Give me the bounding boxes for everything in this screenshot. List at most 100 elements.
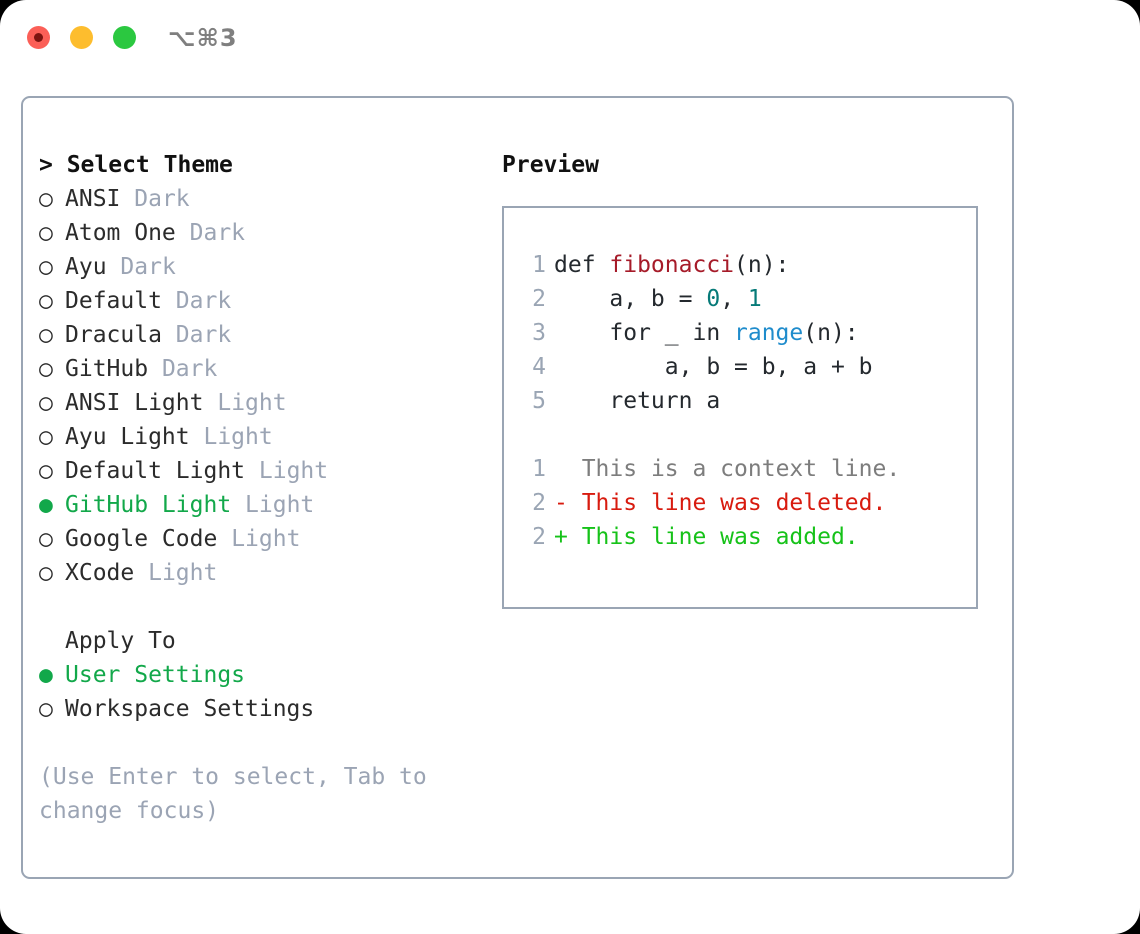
theme-variant-tag: Dark: [134, 186, 190, 212]
theme-variant-tag: Dark: [161, 356, 218, 382]
code-token: fibonacci: [609, 252, 735, 278]
theme-option[interactable]: ○Atom One Dark: [39, 216, 489, 250]
theme-option-label: Ayu: [65, 254, 107, 280]
theme-option[interactable]: ●GitHub Light Light: [39, 488, 489, 522]
theme-label-gap: [134, 560, 148, 586]
radio-unselected-icon[interactable]: ○: [39, 356, 53, 382]
theme-label-gap: [231, 492, 245, 518]
theme-variant-tag: Light: [231, 526, 301, 552]
theme-label-gap: [162, 288, 176, 314]
apply-to-option-label: Workspace Settings: [65, 696, 315, 722]
preview-title: Preview: [502, 152, 599, 178]
theme-option-label: Default: [65, 288, 162, 314]
code-token: for _ in: [554, 320, 735, 346]
code-line-number: 4: [532, 354, 546, 380]
theme-option[interactable]: ○ANSI Dark: [39, 182, 489, 216]
code-line-number: 5: [532, 388, 546, 414]
code-token: (n):: [734, 252, 790, 278]
theme-option-label: Default Light: [65, 458, 246, 484]
code-line-number: 1: [532, 252, 546, 278]
radio-unselected-icon[interactable]: ○: [39, 390, 53, 416]
diff-line-number: 2: [532, 524, 546, 550]
theme-option[interactable]: ○Ayu Light Light: [39, 420, 489, 454]
diff-line: 2- This line was deleted.: [522, 486, 900, 520]
radio-unselected-icon[interactable]: ○: [39, 424, 53, 450]
apply-to-indent: [39, 624, 65, 658]
apply-to-option[interactable]: ● User Settings: [39, 658, 489, 692]
theme-option-label: GitHub: [65, 356, 149, 382]
theme-option[interactable]: ○ XCode Light: [39, 556, 489, 590]
apply-to-header-label: Apply To: [65, 628, 176, 654]
diff-text: This line was deleted.: [581, 490, 887, 516]
code-token: (n):: [803, 320, 859, 346]
theme-variant-tag: Light: [258, 458, 329, 484]
diff-text: This is a context line.: [581, 456, 901, 482]
theme-option-label: Dracula: [65, 322, 162, 348]
code-token: range: [734, 320, 804, 346]
radio-selected-icon[interactable]: ●: [39, 492, 53, 518]
minimize-button[interactable]: [70, 26, 93, 49]
theme-label-gap: [190, 424, 204, 450]
theme-variant-tag: Light: [217, 390, 287, 416]
theme-option[interactable]: ○ANSI Light Light: [39, 386, 489, 420]
code-token: return a: [554, 388, 721, 414]
theme-label-gap: [176, 220, 190, 246]
radio-unselected-icon[interactable]: ○: [39, 254, 53, 280]
apply-to-header: Apply To: [39, 624, 489, 658]
code-line-number: 3: [532, 320, 546, 346]
theme-variant-tag: Dark: [175, 322, 232, 348]
theme-variant-tag: Dark: [175, 288, 232, 314]
diff-line: 1 This is a context line.: [522, 452, 900, 486]
theme-option[interactable]: ○ GitHub Dark: [39, 352, 489, 386]
theme-option[interactable]: ○ Default Light Light: [39, 454, 489, 488]
theme-option-label: XCode: [65, 560, 135, 586]
theme-label-gap: [162, 322, 176, 348]
radio-unselected-icon[interactable]: ○: [39, 322, 53, 348]
maximize-button[interactable]: [113, 26, 136, 49]
theme-option-label: GitHub Light: [65, 492, 232, 518]
radio-unselected-icon[interactable]: ○: [39, 288, 53, 314]
radio-selected-icon[interactable]: ●: [39, 662, 53, 688]
theme-picker-column: > Select Theme ○ANSI Dark○Atom One Dark○…: [39, 148, 489, 726]
theme-label-gap: [107, 254, 121, 280]
code-token: 1: [747, 286, 762, 312]
theme-option[interactable]: ○ Ayu Dark: [39, 250, 489, 284]
apply-to-option-label: User Settings: [65, 662, 246, 688]
code-line: 2 a, b = 0, 1: [522, 282, 900, 316]
theme-label-gap: [203, 390, 217, 416]
radio-unselected-icon[interactable]: ○: [39, 220, 53, 246]
radio-unselected-icon[interactable]: ○: [39, 458, 53, 484]
code-token: a, b = b, a + b: [554, 354, 873, 380]
diff-marker: -: [554, 490, 582, 516]
theme-variant-tag: Light: [148, 560, 218, 586]
theme-label-gap: [148, 356, 162, 382]
theme-label-gap: [217, 526, 231, 552]
code-line: 4 a, b = b, a + b: [522, 350, 900, 384]
diff-marker: [554, 456, 582, 482]
theme-label-gap: [245, 458, 259, 484]
theme-option[interactable]: ○ Default Dark: [39, 284, 489, 318]
theme-option[interactable]: ○ Dracula Dark: [39, 318, 489, 352]
radio-unselected-icon[interactable]: ○: [39, 560, 53, 586]
code-line: 5 return a: [522, 384, 900, 418]
code-line-number: 2: [532, 286, 546, 312]
close-button[interactable]: [27, 26, 50, 49]
theme-list: ○ANSI Dark○Atom One Dark○Ayu Dark○Defaul…: [39, 182, 489, 590]
code-line: 3 for _ in range(n):: [522, 316, 900, 350]
radio-unselected-icon[interactable]: ○: [39, 186, 53, 212]
keyboard-shortcut-label: ⌥⌘3: [168, 24, 238, 52]
diff-line-number: 2: [532, 490, 546, 516]
code-token: a, b =: [554, 286, 707, 312]
theme-option[interactable]: ○ Google Code Light: [39, 522, 489, 556]
radio-unselected-icon[interactable]: ○: [39, 696, 53, 722]
theme-variant-tag: Dark: [120, 254, 176, 280]
radio-unselected-icon[interactable]: ○: [39, 526, 53, 552]
apply-to-option[interactable]: ○ Workspace Settings: [39, 692, 489, 726]
list-spacer: [39, 590, 489, 624]
theme-option-label: Google Code: [65, 526, 218, 552]
diff-text: This line was added.: [581, 524, 859, 550]
